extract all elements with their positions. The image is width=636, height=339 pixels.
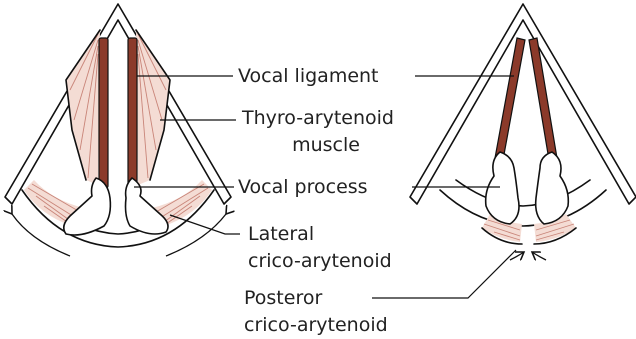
label-thyro-arytenoid-line2: muscle bbox=[242, 133, 410, 157]
right-arytenoid-a bbox=[486, 152, 519, 224]
right-arytenoid-b bbox=[536, 152, 569, 224]
left-thyro-arytenoid-muscle-right bbox=[136, 30, 170, 185]
label-posterior-line2: crico-arytenoid bbox=[244, 313, 388, 337]
right-thyroid-cartilage bbox=[410, 4, 636, 204]
label-lateral-line1: Lateral bbox=[248, 222, 314, 246]
label-thyro-arytenoid-line1: Thyro-arytenoid bbox=[242, 106, 394, 130]
left-thyro-arytenoid-muscle-left bbox=[66, 30, 100, 185]
right-arrow-right bbox=[532, 252, 546, 260]
label-vocal-ligament: Vocal ligament bbox=[238, 64, 379, 88]
left-larynx bbox=[5, 4, 231, 256]
right-vocal-ligament-a bbox=[495, 38, 525, 160]
right-cricoid-inner-arc bbox=[456, 180, 590, 206]
left-vocal-ligament-b bbox=[128, 38, 137, 188]
label-lateral-line2: crico-arytenoid bbox=[248, 249, 392, 273]
right-larynx bbox=[410, 4, 636, 260]
label-posterior-line1: Posteror bbox=[244, 286, 322, 310]
right-cricoid-arc bbox=[440, 190, 606, 226]
left-thyroid-cartilage bbox=[5, 4, 231, 204]
left-vocal-ligament-a bbox=[99, 38, 108, 188]
leader-posterior bbox=[372, 250, 516, 298]
label-vocal-process: Vocal process bbox=[238, 175, 368, 199]
